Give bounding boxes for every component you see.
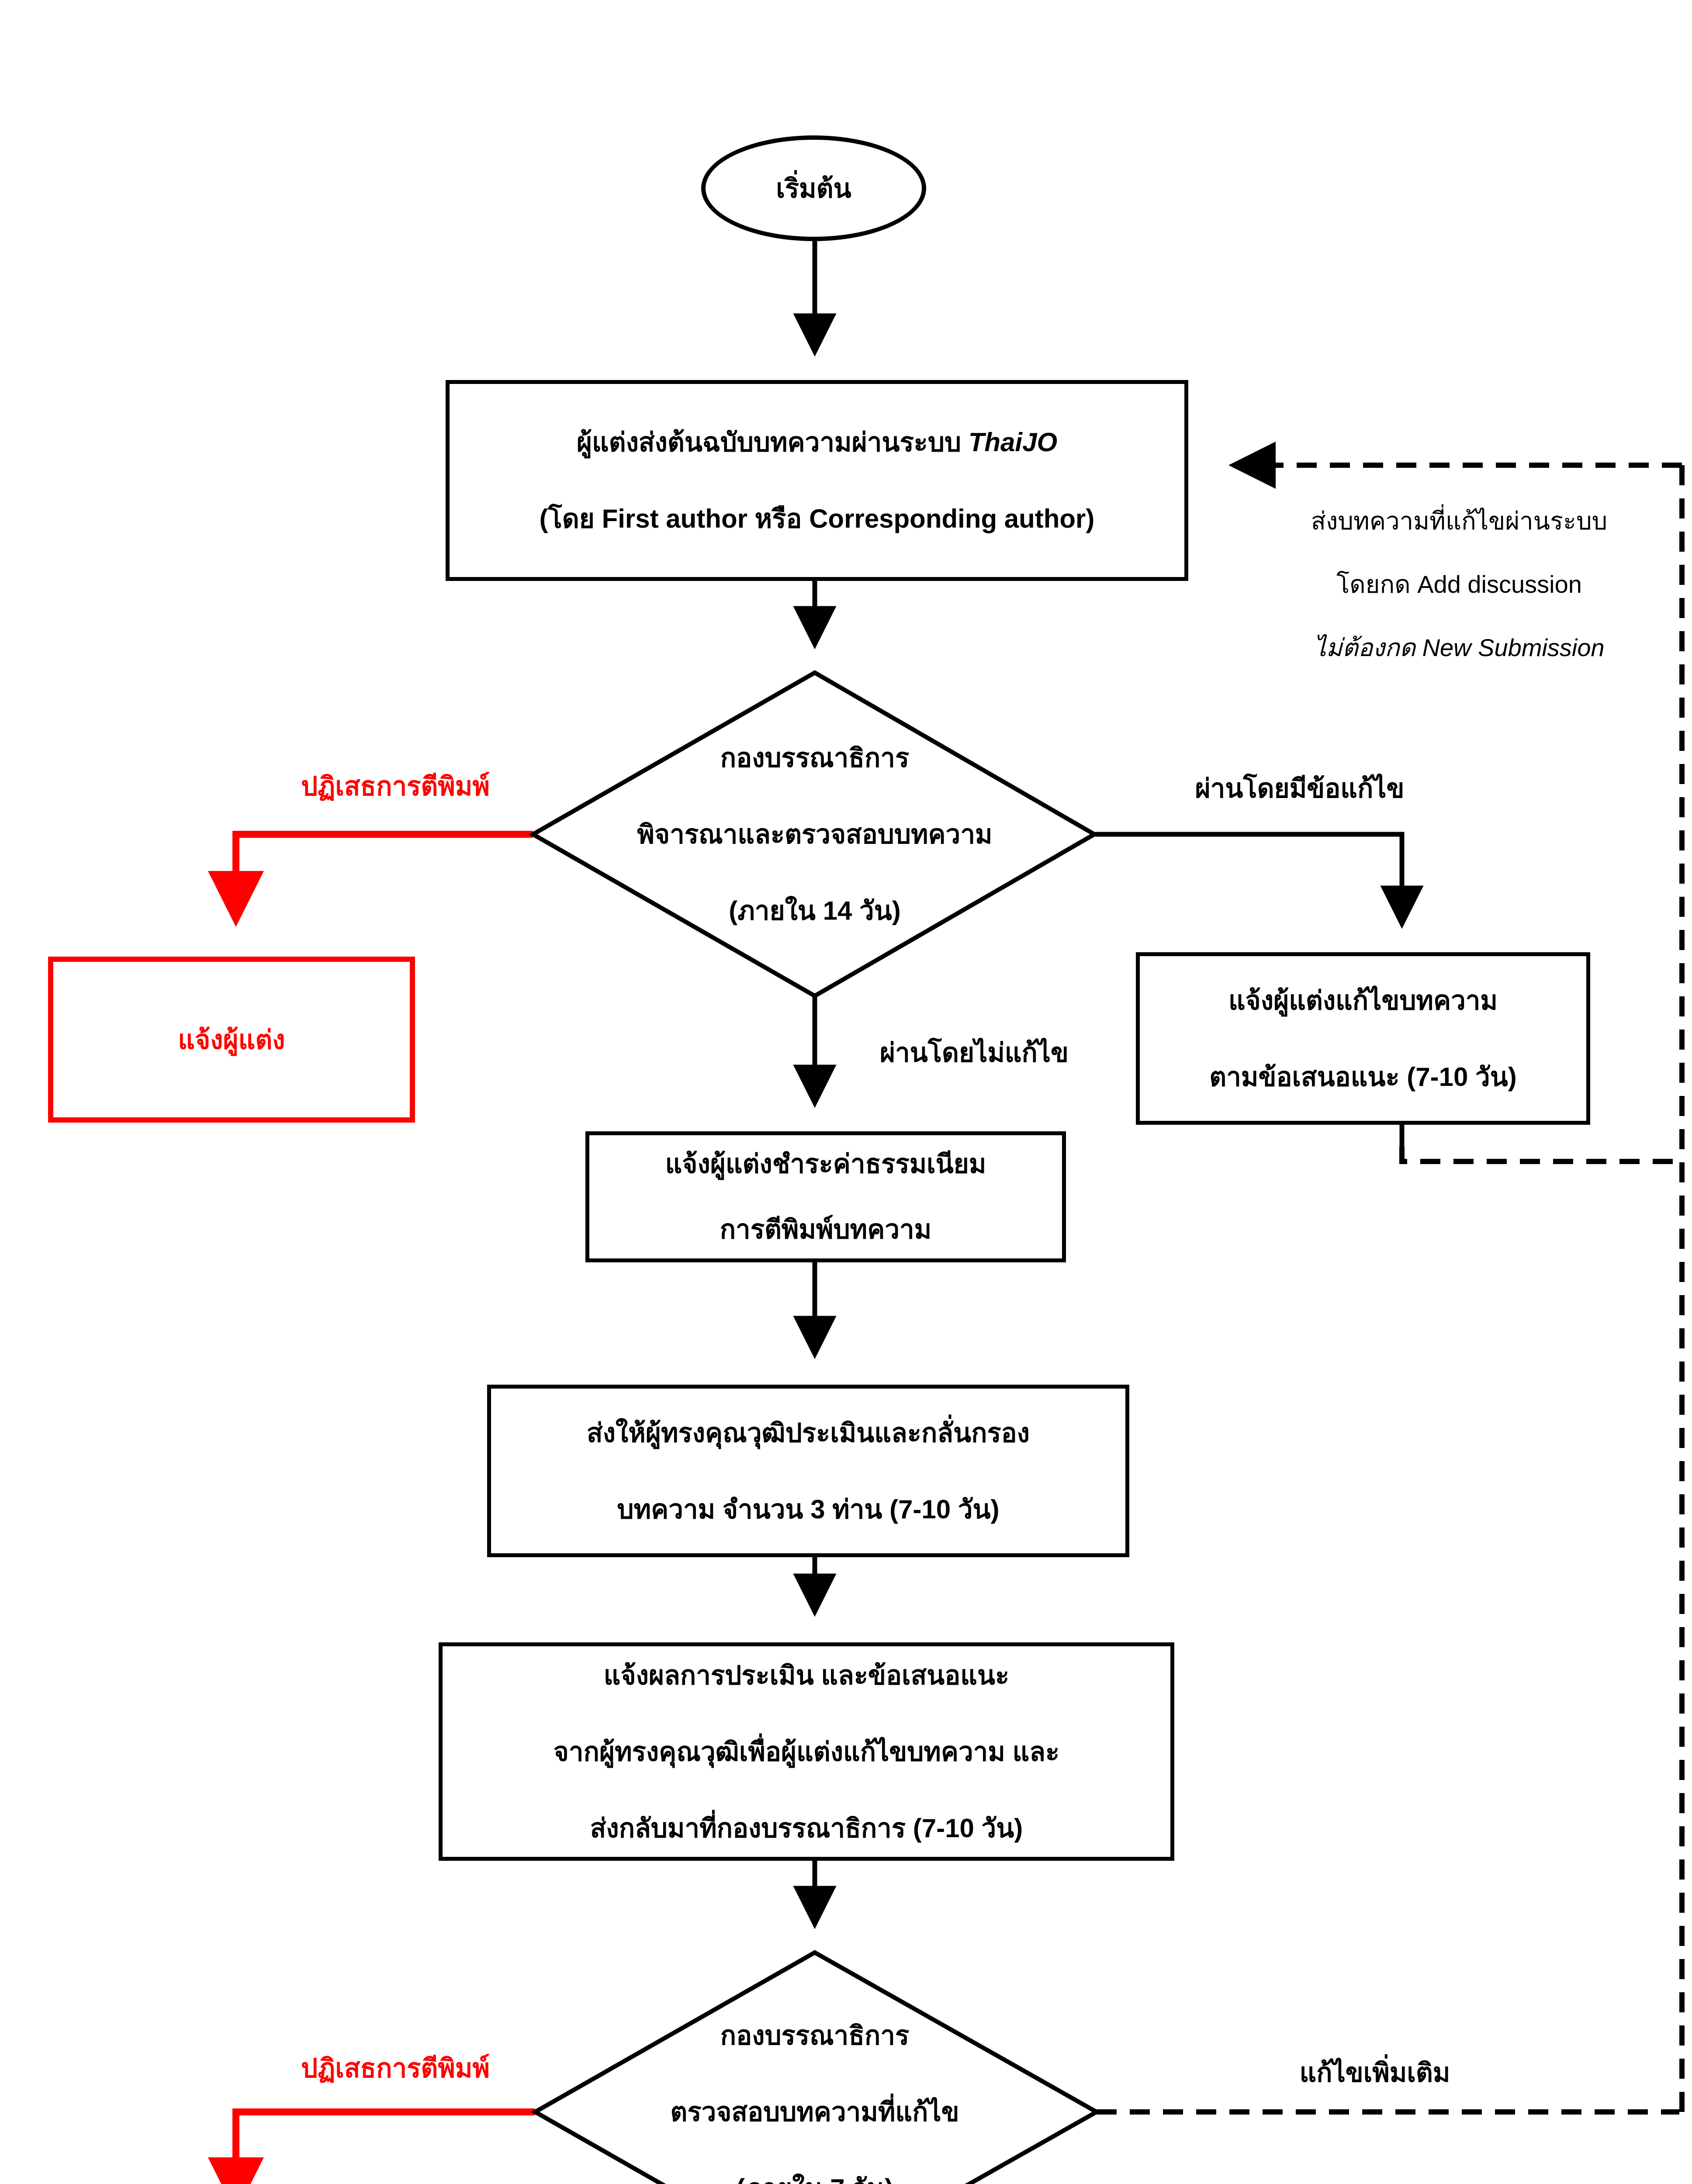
- note-line-3: ไม่ต้องกด New Submission: [1314, 634, 1605, 661]
- solid-arrows: [793, 241, 1424, 1929]
- edge-label-more-edits: แก้ไขเพิ่มเติม: [1299, 2058, 1450, 2087]
- dashed-loop-lines: [1097, 442, 1685, 2115]
- resubmission-note: ส่งบทความที่แก้ไขผ่านระบบ โดยกด Add disc…: [1263, 489, 1656, 679]
- start-terminator: เริ่มต้น: [701, 135, 926, 241]
- edge-label-pass-no-edits: ผ่านโดยไม่แก้ไข: [879, 1038, 1069, 1068]
- edge-label-pass-with-edits: ผ่านโดยมีข้อแก้ไข: [1195, 774, 1405, 803]
- submit-article-box: ผู้แต่งส่งต้นฉบับบทความผ่านระบบ ThaiJO (…: [446, 380, 1188, 581]
- decision-revision-check-shape: [530, 1950, 1101, 2184]
- diamonds: [528, 670, 1101, 2184]
- decision-editorial-check-shape: [528, 670, 1099, 999]
- decision-editorial-check-text: กองบรรณาธิการ พิจารณาและตรวจสอบบทความ (ภ…: [637, 743, 993, 926]
- note-line-2: โดยกด Add discussion: [1336, 570, 1582, 598]
- edge-label-reject-2: ปฏิเสธการตีพิมพ์: [301, 2053, 490, 2083]
- notify-author-1-label: แจ้งผู้แต่ง: [178, 1025, 285, 1054]
- decision-revision-check-text: กองบรรณาธิการ ตรวจสอบบทความที่แก้ไข (ภาย…: [670, 2021, 959, 2184]
- send-to-reviewers-box: ส่งให้ผู้ทรงคุณวุฒิประเมินและกลั่นกรอง บ…: [487, 1385, 1129, 1557]
- note-line-1: ส่งบทความที่แก้ไขผ่านระบบ: [1311, 507, 1608, 535]
- evaluation-result-box: แจ้งผลการประเมิน และข้อเสนอแนะ จากผู้ทรง…: [439, 1642, 1174, 1861]
- fee-payment-box: แจ้งผู้แต่งชำระค่าธรรมเนียม การตีพิมพ์บท…: [585, 1131, 1066, 1262]
- edge-label-reject-1: ปฏิเสธการตีพิมพ์: [301, 771, 490, 801]
- start-label: เริ่มต้น: [776, 173, 851, 203]
- revise-article-box: แจ้งผู้แต่งแก้ไขบทความ ตามข้อเสนอแนะ (7-…: [1136, 952, 1590, 1125]
- notify-author-reject-box-1: แจ้งผู้แต่ง: [48, 957, 415, 1123]
- reject-arrows: [208, 831, 535, 2184]
- submit-line-1: ผู้แต่งส่งต้นฉบับบทความผ่านระบบ ThaiJO: [576, 428, 1058, 457]
- submit-line-2: (โดย First author หรือ Corresponding aut…: [539, 504, 1095, 533]
